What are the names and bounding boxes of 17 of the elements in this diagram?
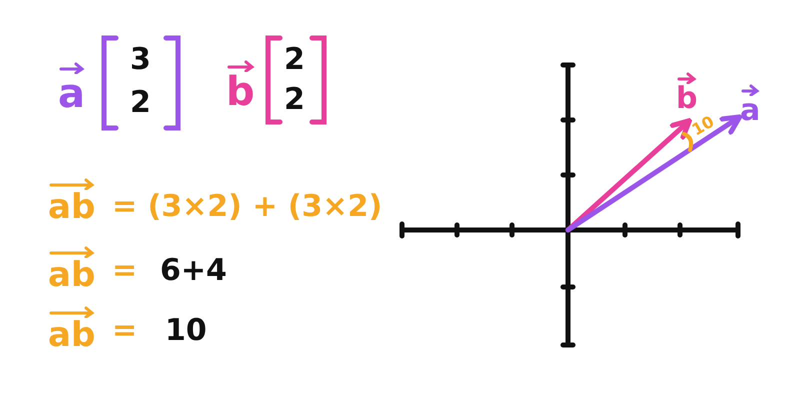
vector-label: b <box>226 72 255 112</box>
vector-label: ab <box>48 318 96 352</box>
vector-label: ab <box>48 190 96 224</box>
equation-text: 6+4 <box>160 256 227 286</box>
matrix-entry: 3 <box>130 45 151 75</box>
vector-label: a <box>740 96 760 126</box>
equals-sign: = <box>112 256 138 286</box>
matrix-entry: 2 <box>130 88 151 118</box>
angle-label: 10 <box>690 114 717 138</box>
vector-label: a <box>58 74 85 114</box>
vector-label: b <box>676 84 698 114</box>
equation-text: 10 <box>165 316 207 346</box>
vector-label: ab <box>48 258 96 292</box>
matrix-entry: 2 <box>284 85 305 115</box>
matrix-entry: 2 <box>284 45 305 75</box>
equation-text: = (3×2) + (3×2) <box>112 192 382 222</box>
equals-sign: = <box>112 316 138 346</box>
